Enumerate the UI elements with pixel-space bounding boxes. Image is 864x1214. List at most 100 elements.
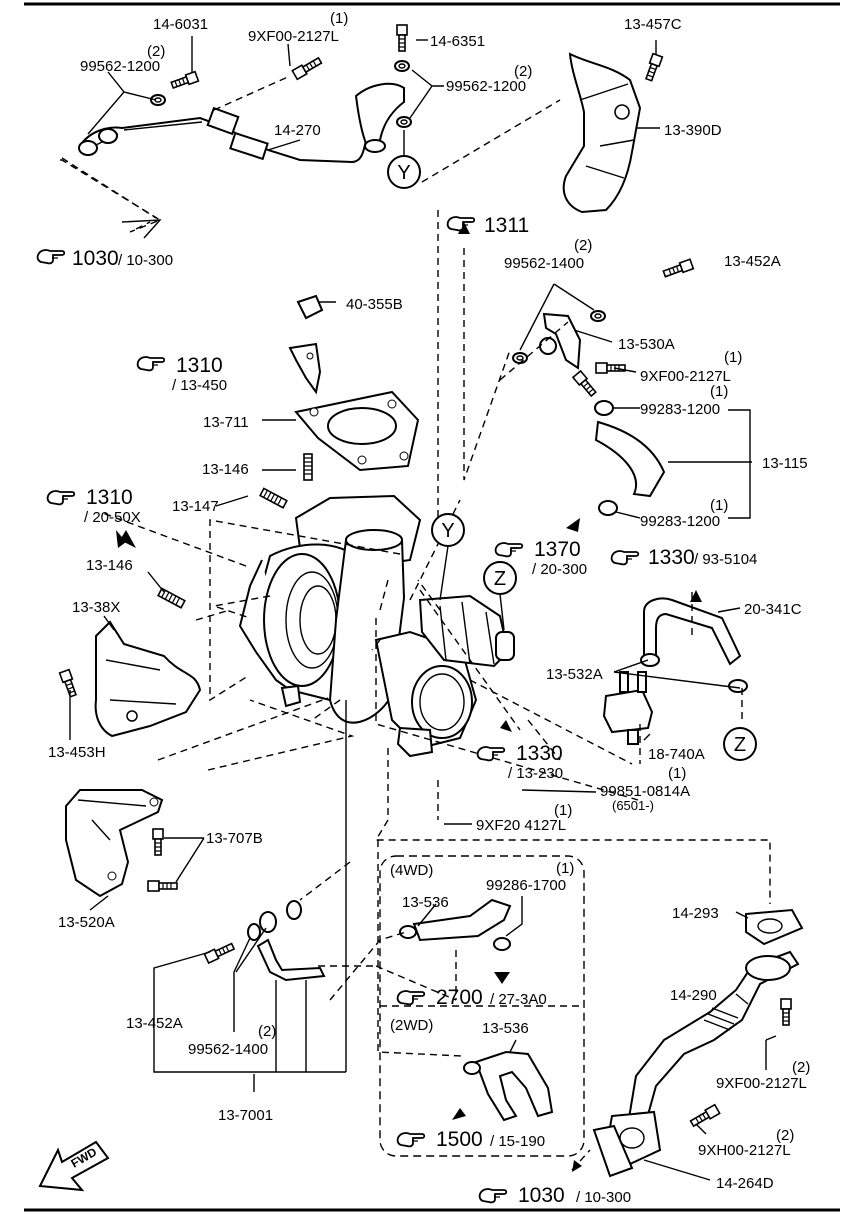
- washer-icon: [394, 60, 410, 72]
- part-label-text: / 10-300: [118, 252, 173, 269]
- bolt-icon: [58, 668, 79, 699]
- reference-1330-b: 1330 / 13-230: [476, 742, 563, 782]
- part-label-text: (1): [554, 802, 572, 819]
- part-label-text: (1): [668, 765, 686, 782]
- label-14-264d: 14-264D: [716, 1175, 774, 1192]
- label-14-270: 14-270: [274, 122, 321, 139]
- part-label-text: (2): [147, 43, 165, 60]
- part-label-text: (6501-): [612, 798, 654, 813]
- pointing-hand-icon: [36, 249, 66, 265]
- part-label-text: 1310: [176, 354, 223, 377]
- label-9xf00-mid: 9XF00-2127L: [640, 368, 731, 385]
- vacuum-hose-20-341c: [602, 597, 748, 745]
- part-label-text: 2700: [436, 986, 483, 1009]
- label-4wd: (4WD): [390, 862, 433, 879]
- label-14-293: 14-293: [672, 905, 719, 922]
- label-99283-top: 99283-1200: [640, 401, 720, 418]
- bolt-icon: [147, 880, 178, 892]
- stud-icon: [157, 587, 186, 609]
- label-40-355b: 40-355B: [346, 296, 403, 313]
- washer-icon: [396, 116, 412, 128]
- part-label-text: / 15-190: [490, 1133, 545, 1150]
- hose-13-536-2wd: [474, 1050, 554, 1122]
- heat-shield-13-38x: [94, 620, 202, 738]
- label-99562-1200-right: 99562-1200: [446, 78, 526, 95]
- part-label-text: / 10-300: [576, 1189, 631, 1206]
- part-label-text: / 93-5104: [694, 551, 757, 568]
- part-label-text: Z: [734, 734, 746, 756]
- part-label-text: / 13-450: [172, 377, 227, 394]
- label-13-453h: 13-453H: [48, 744, 106, 761]
- part-label-text: (1): [556, 860, 574, 877]
- marker-y-turbo: Y: [431, 513, 465, 547]
- label-20-341c: 20-341C: [744, 601, 802, 618]
- label-9xh00: 9XH00-2127L: [698, 1142, 791, 1159]
- label-13-711: 13-711: [203, 414, 249, 431]
- label-13-147: 13-147: [172, 498, 219, 515]
- bolt-icon: [595, 362, 626, 374]
- reference-1310-a: 1310 / 13-450: [136, 354, 227, 394]
- label-99283-bot: 99283-1200: [640, 513, 720, 530]
- bolt-icon: [152, 828, 164, 856]
- label-99562-1400-top: 99562-1400: [504, 255, 584, 272]
- stud-icon: [259, 487, 288, 509]
- bolt-icon: [396, 24, 408, 52]
- reference-1330-a: 1330 / 93-5104: [610, 546, 757, 569]
- forward-arrow-icon: FWD: [38, 1140, 110, 1192]
- label-13-452a-bot: 13-452A: [126, 1015, 183, 1032]
- part-label-text: / 13-230: [508, 765, 563, 782]
- label-14-290: 14-290: [670, 987, 717, 1004]
- reference-1310-b: 1310 / 20-50X: [46, 486, 141, 526]
- label-13-536-2wd: 13-536: [482, 1020, 529, 1037]
- stud-icon: [303, 453, 313, 481]
- label-13-38x: 13-38X: [72, 599, 120, 616]
- heat-shield-13-390d: [562, 52, 642, 214]
- label-18-740a: 18-740A: [648, 746, 705, 763]
- part-label-text: 1500: [436, 1128, 483, 1151]
- bolt-icon: [572, 370, 599, 399]
- part-label-text: (1): [710, 383, 728, 400]
- label-13-457c: 13-457C: [624, 16, 682, 33]
- bolt-icon: [661, 258, 695, 280]
- label-13-532a: 13-532A: [546, 666, 603, 683]
- part-label-text: (1): [724, 349, 742, 366]
- bolt-icon: [169, 70, 200, 91]
- part-label-text: / 20-300: [532, 561, 587, 578]
- oil-feed-pipe-14-270: [78, 82, 405, 164]
- pointing-hand-icon: [136, 356, 166, 372]
- washer-icon: [512, 352, 528, 364]
- label-14-6031: 14-6031: [153, 16, 208, 33]
- label-99851: 99851-0814A: [600, 783, 690, 800]
- label-13-707b: 13-707B: [206, 830, 263, 847]
- label-99562-1200-left: 99562-1200: [80, 58, 160, 75]
- part-label-text: (2): [514, 63, 532, 80]
- bolt-icon: [291, 55, 324, 81]
- label-13-520a: 13-520A: [58, 914, 115, 931]
- bolt-icon: [643, 52, 664, 83]
- bracket-13-520a: [65, 789, 164, 898]
- label-13-452a-top: 13-452A: [724, 253, 781, 270]
- pointing-hand-icon: [46, 490, 76, 506]
- part-label-text: 1311: [484, 214, 529, 237]
- part-label-text: 1310: [86, 486, 133, 509]
- marker-y-top: Y: [387, 155, 421, 189]
- part-label-text: (2): [776, 1127, 794, 1144]
- pointing-hand-icon: [446, 216, 476, 232]
- label-99286: 99286-1700: [486, 877, 566, 894]
- bolt-icon: [780, 998, 792, 1026]
- reference-1030-top: 1030 / 10-300: [36, 247, 173, 270]
- label-14-6351: 14-6351: [430, 33, 485, 50]
- part-label-text: Y: [441, 520, 454, 542]
- label-9xf00-top: 9XF00-2127L: [248, 28, 339, 45]
- label-13-390d: 13-390D: [664, 122, 722, 139]
- reference-1370: 1370 / 20-300: [494, 538, 587, 578]
- exhaust-pipe-14-290: [604, 950, 800, 1166]
- part-label-text: Z: [494, 568, 506, 590]
- oil-pipe-13-7001: [247, 900, 326, 982]
- pointing-hand-icon: [610, 550, 640, 566]
- hose-13-536-4wd: [412, 898, 512, 942]
- label-13-115: 13-115: [762, 455, 808, 472]
- part-label-text: / 20-50X: [84, 509, 141, 526]
- part-label-text: (1): [710, 497, 728, 514]
